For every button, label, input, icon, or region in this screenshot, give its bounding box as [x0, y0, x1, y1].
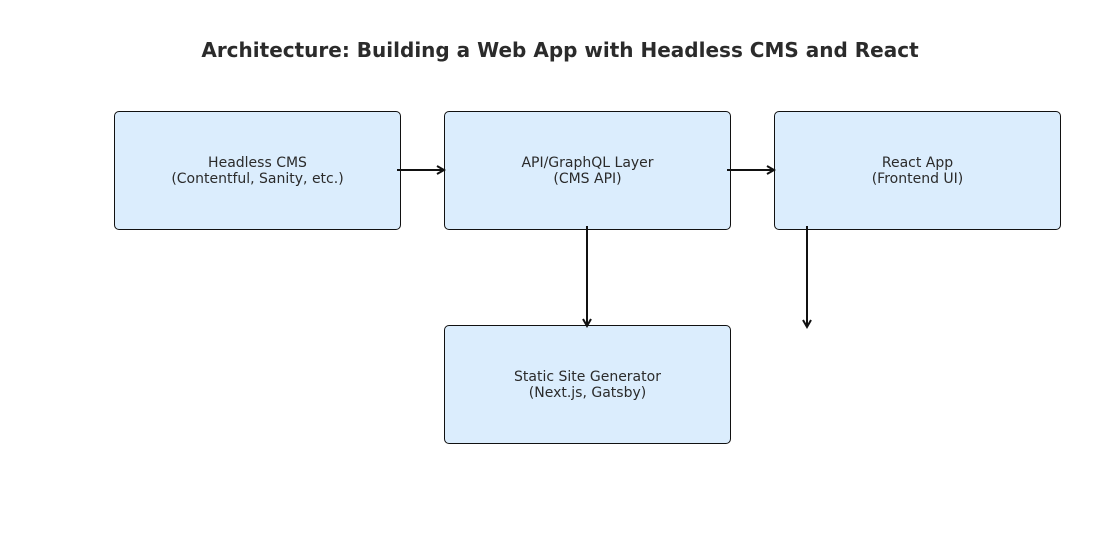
node-api-graphql-layer-name: API/GraphQL Layer — [521, 154, 654, 171]
arrow-api-to-react-head — [766, 165, 777, 175]
node-headless-cms-name: Headless CMS — [208, 154, 307, 171]
node-api-graphql-layer: API/GraphQL Layer (CMS API) — [444, 111, 731, 230]
diagram-title: Architecture: Building a Web App with He… — [201, 38, 919, 62]
node-react-app-detail: (Frontend UI) — [871, 170, 964, 187]
node-static-site-generator-detail: (Next.js, Gatsby) — [528, 384, 647, 401]
arrow-react-down — [802, 226, 812, 330]
node-headless-cms-detail: (Contentful, Sanity, etc.) — [171, 170, 344, 187]
node-react-app: React App (Frontend UI) — [774, 111, 1061, 230]
arrow-cms-to-api-head — [436, 165, 447, 175]
node-react-app-name: React App — [881, 154, 954, 171]
arrow-api-to-react — [727, 165, 777, 175]
arrow-cms-to-api — [397, 165, 447, 175]
node-api-graphql-layer-detail: (CMS API) — [553, 170, 622, 187]
node-static-site-generator: Static Site Generator (Next.js, Gatsby) — [444, 325, 731, 444]
node-headless-cms: Headless CMS (Contentful, Sanity, etc.) — [114, 111, 401, 230]
node-static-site-generator-name: Static Site Generator — [514, 368, 661, 385]
arrow-react-down-head — [802, 319, 812, 330]
arrow-api-to-ssg — [582, 226, 592, 329]
